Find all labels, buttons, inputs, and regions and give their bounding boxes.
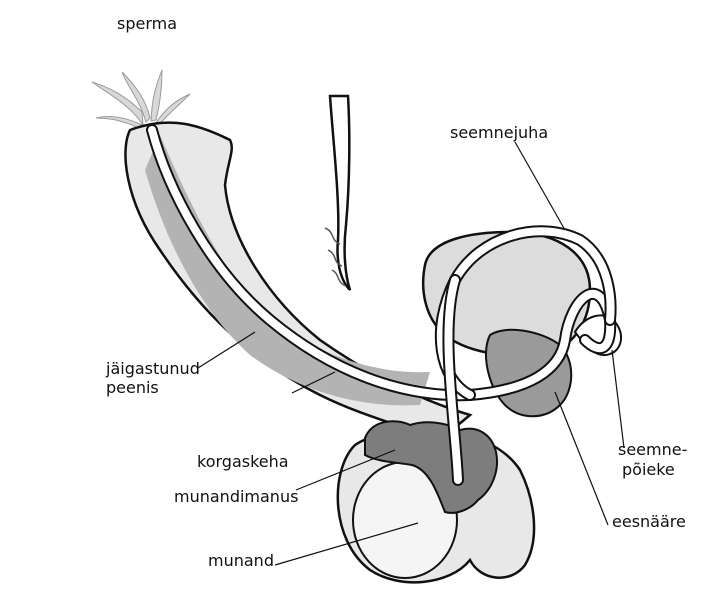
label-seemnepoieke-line2: põieke xyxy=(622,461,675,479)
sperm-spray xyxy=(92,70,190,130)
label-jaigastunud-line1: jäigastunud xyxy=(106,360,200,378)
label-korgaskeha: korgaskeha xyxy=(197,453,289,471)
label-seemnejuha: seemnejuha xyxy=(450,124,548,142)
label-sperma: sperma xyxy=(117,15,177,33)
label-munandimanus: munandimanus xyxy=(174,488,298,506)
label-munand: munand xyxy=(208,552,274,570)
label-eesnaare: eesnääre xyxy=(612,513,686,531)
label-seemnepoieke-line1: seemne- xyxy=(618,441,687,459)
body-contour xyxy=(330,96,350,290)
label-jaigastunud-line2: peenis xyxy=(106,379,159,397)
